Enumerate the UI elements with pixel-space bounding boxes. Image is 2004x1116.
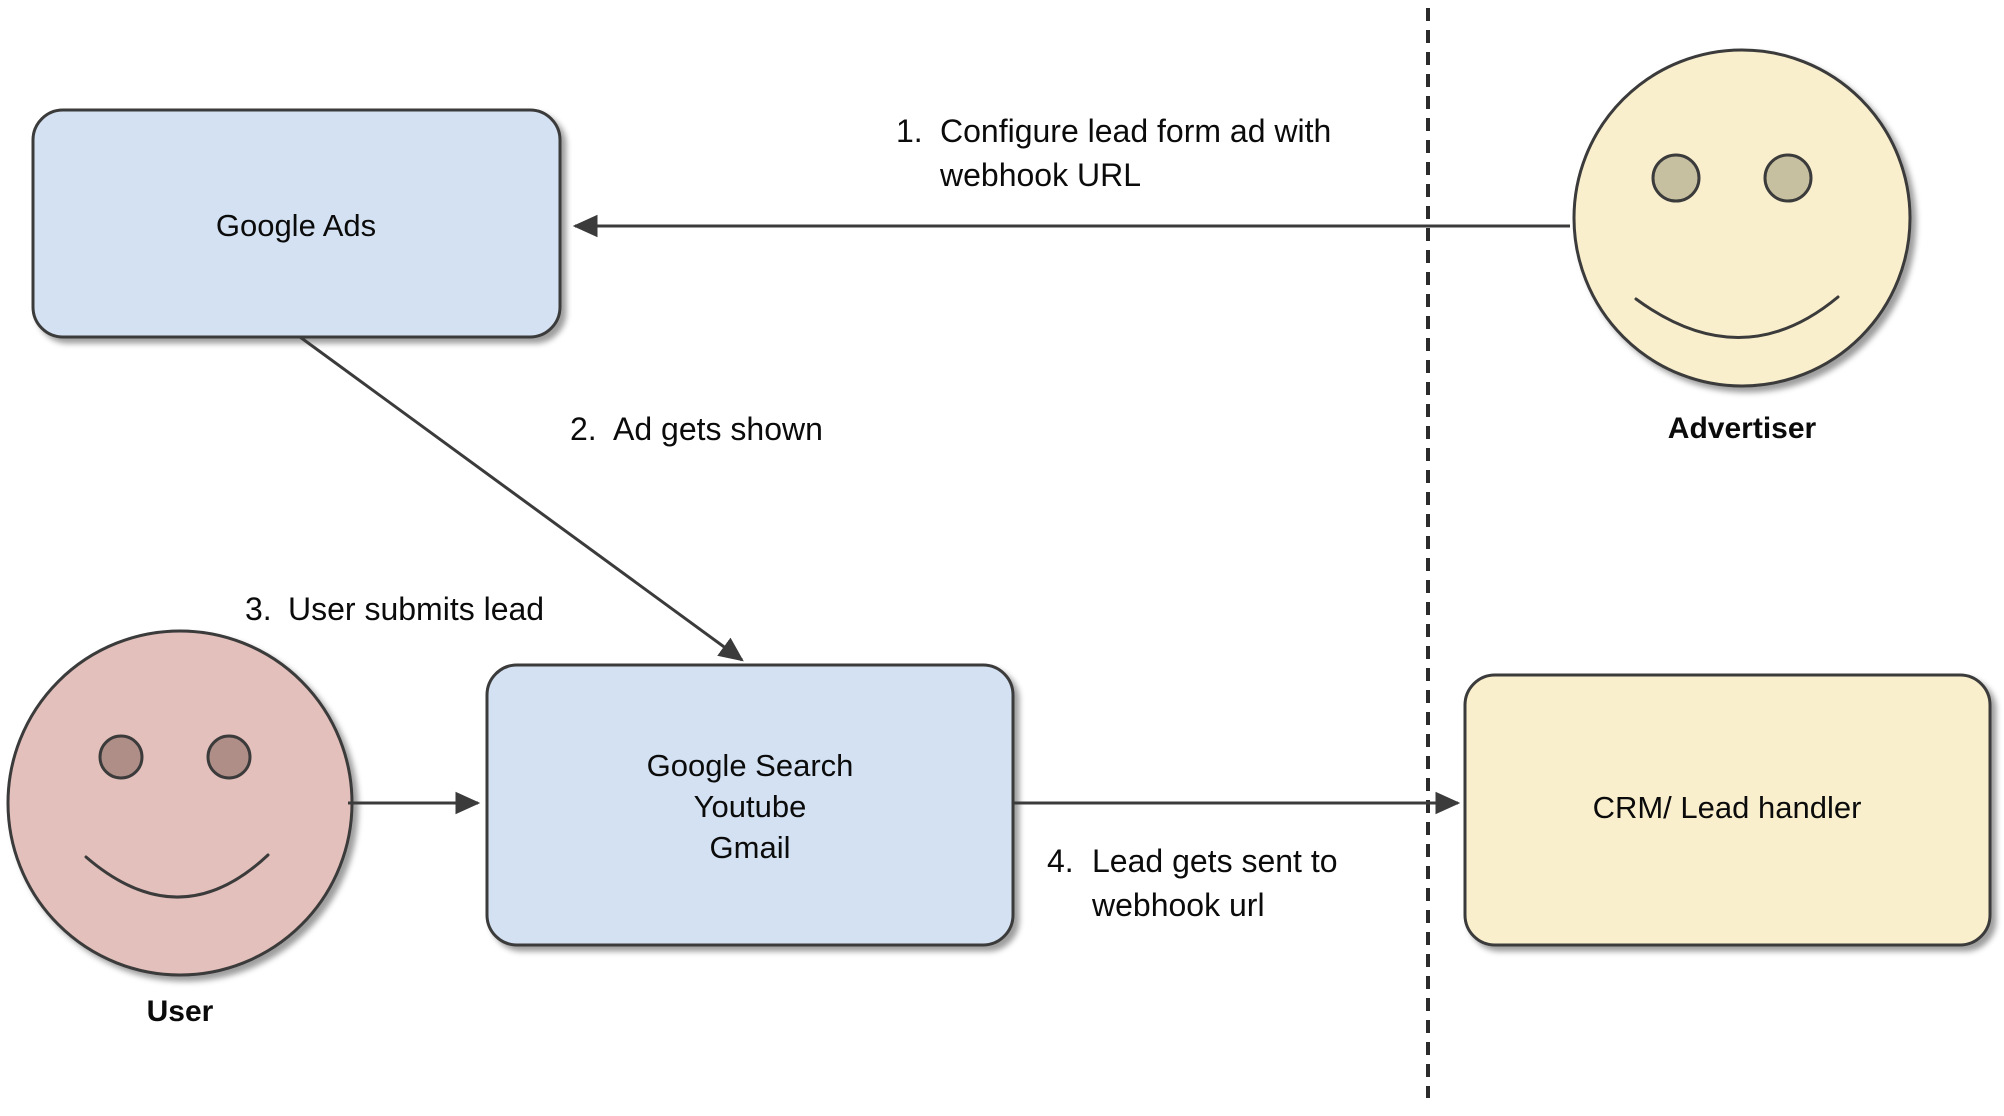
user-right-eye-icon (206, 734, 252, 780)
advertiser-right-eye-icon (1763, 153, 1813, 203)
edge-step-2-number: 2. (570, 411, 597, 447)
google-ads-box-shape (31, 108, 562, 339)
edge-step-2-text-line1: Ad gets shown (613, 411, 823, 447)
edge-step-1: 1. Configure lead form ad with webhook U… (572, 113, 1570, 238)
edge-step-1-number: 1. (896, 113, 923, 149)
edge-step-1-text-line1: Configure lead form ad with (940, 113, 1331, 149)
user-left-eye-icon (98, 734, 144, 780)
edge-step-4-text-line2: webhook url (1091, 887, 1265, 923)
edge-step-2: 2. Ad gets shown (299, 335, 823, 662)
google-ads-label: Google Ads (216, 208, 376, 243)
user-face-icon (6, 629, 354, 977)
edge-step-1-text-line2: webhook URL (939, 157, 1141, 193)
actor-user[interactable]: User (6, 629, 354, 1028)
edge-step-3-text-line1: User submits lead (288, 591, 544, 627)
google-surfaces-label-line1: Google Search (647, 748, 854, 783)
edge-step-2-line (299, 335, 744, 662)
advertiser-face-icon (1572, 48, 1912, 388)
node-crm-lead-handler[interactable]: CRM/ Lead handler (1463, 673, 1992, 947)
crm-box-shape (1463, 673, 1992, 947)
edge-step-4-number: 4. (1047, 843, 1074, 879)
google-surfaces-box-shape (485, 663, 1015, 947)
user-smile-icon (84, 853, 270, 899)
edge-step-4: 4. Lead gets sent to webhook url (1013, 791, 1461, 923)
edge-step-3-number: 3. (245, 591, 272, 627)
node-google-ads[interactable]: Google Ads (31, 108, 562, 339)
edge-step-4-text-line1: Lead gets sent to (1092, 843, 1338, 879)
actor-advertiser[interactable]: Advertiser (1572, 48, 1912, 445)
user-label: User (147, 995, 214, 1028)
google-surfaces-label-line2: Youtube (694, 789, 807, 824)
node-google-surfaces[interactable]: Google Search Youtube Gmail (485, 663, 1015, 947)
crm-label: CRM/ Lead handler (1593, 790, 1862, 825)
advertiser-smile-icon (1634, 295, 1840, 339)
advertiser-left-eye-icon (1651, 153, 1701, 203)
edge-step-3: 3. User submits lead (245, 591, 544, 815)
advertiser-label: Advertiser (1668, 412, 1817, 445)
google-surfaces-label-line3: Gmail (710, 830, 791, 865)
